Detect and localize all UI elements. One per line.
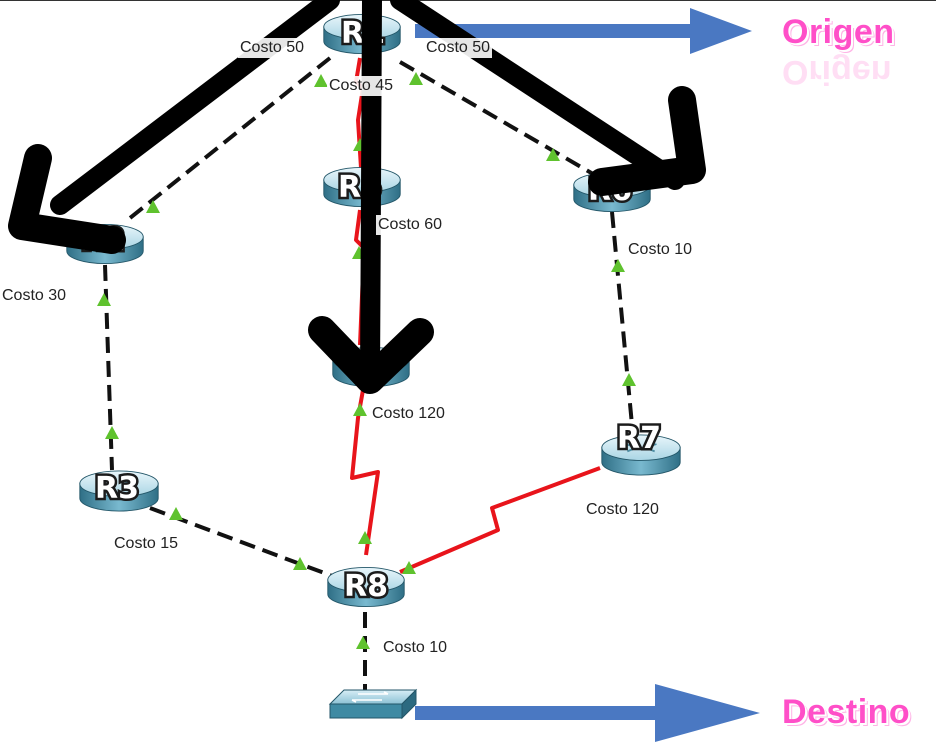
triangle-up-icon — [356, 636, 370, 649]
annotation-arrowhead-down — [308, 316, 434, 394]
triangle-up-icon — [169, 507, 183, 520]
blue-arrows — [415, 8, 760, 742]
router-label-r3: R3 — [95, 471, 139, 506]
cost-label-r2-r3: Costo 30 — [0, 286, 69, 306]
triangle-up-icon — [611, 259, 625, 272]
serial-links — [350, 57, 601, 574]
triangle-up-icon — [314, 74, 328, 87]
link-r7-r8[interactable] — [399, 466, 601, 574]
router-r3[interactable]: R3 — [78, 469, 160, 513]
triangle-up-icon — [353, 403, 367, 416]
switch-icon — [329, 689, 417, 719]
link-r6-r7[interactable] — [610, 211, 634, 426]
triangle-up-icon — [97, 293, 111, 306]
cost-label-r3-r8: Costo 15 — [112, 534, 181, 554]
router-label-r7: R7 — [617, 421, 661, 456]
destination-callout: Destino — [782, 693, 911, 731]
annotation-arrowhead-left — [8, 144, 126, 254]
switch-destination[interactable] — [329, 689, 417, 719]
triangle-up-icon — [622, 373, 636, 386]
annotation-arrow-down — [360, 0, 382, 388]
link-r1-r2[interactable] — [128, 56, 332, 220]
cost-label-r6-r7: Costo 10 — [626, 240, 695, 260]
triangle-up-icon — [105, 426, 119, 439]
cost-label-r4-r8: Costo 120 — [370, 404, 447, 424]
annotation-arrow-left — [50, 0, 340, 215]
cost-label-r8-switch: Costo 10 — [381, 638, 450, 658]
cost-label-r7-r8: Costo 120 — [584, 500, 661, 520]
router-label-r8: R8 — [344, 569, 388, 604]
origin-arrow — [415, 8, 752, 54]
top-border — [0, 0, 936, 1]
router-r8[interactable]: R8 — [326, 567, 406, 608]
cost-label-r1-r2: Costo 50 — [238, 38, 307, 58]
origin-callout-reflection: Origen — [782, 53, 892, 91]
annotation-arrow-right — [390, 0, 685, 190]
annotation-arrowhead-right — [588, 86, 706, 196]
router-r7[interactable]: R7 — [600, 419, 682, 477]
origin-callout: Origen — [782, 13, 895, 51]
destination-arrow — [415, 684, 760, 742]
cost-label-r5-r4: Costo 60 — [376, 215, 445, 235]
link-r2-r3[interactable] — [103, 264, 114, 471]
annotation-arrows — [8, 0, 706, 394]
cost-label-r1-r5: Costo 45 — [327, 76, 396, 96]
cost-label-r1-r6: Costo 50 — [424, 38, 493, 58]
link-r1-r6[interactable] — [398, 60, 602, 180]
